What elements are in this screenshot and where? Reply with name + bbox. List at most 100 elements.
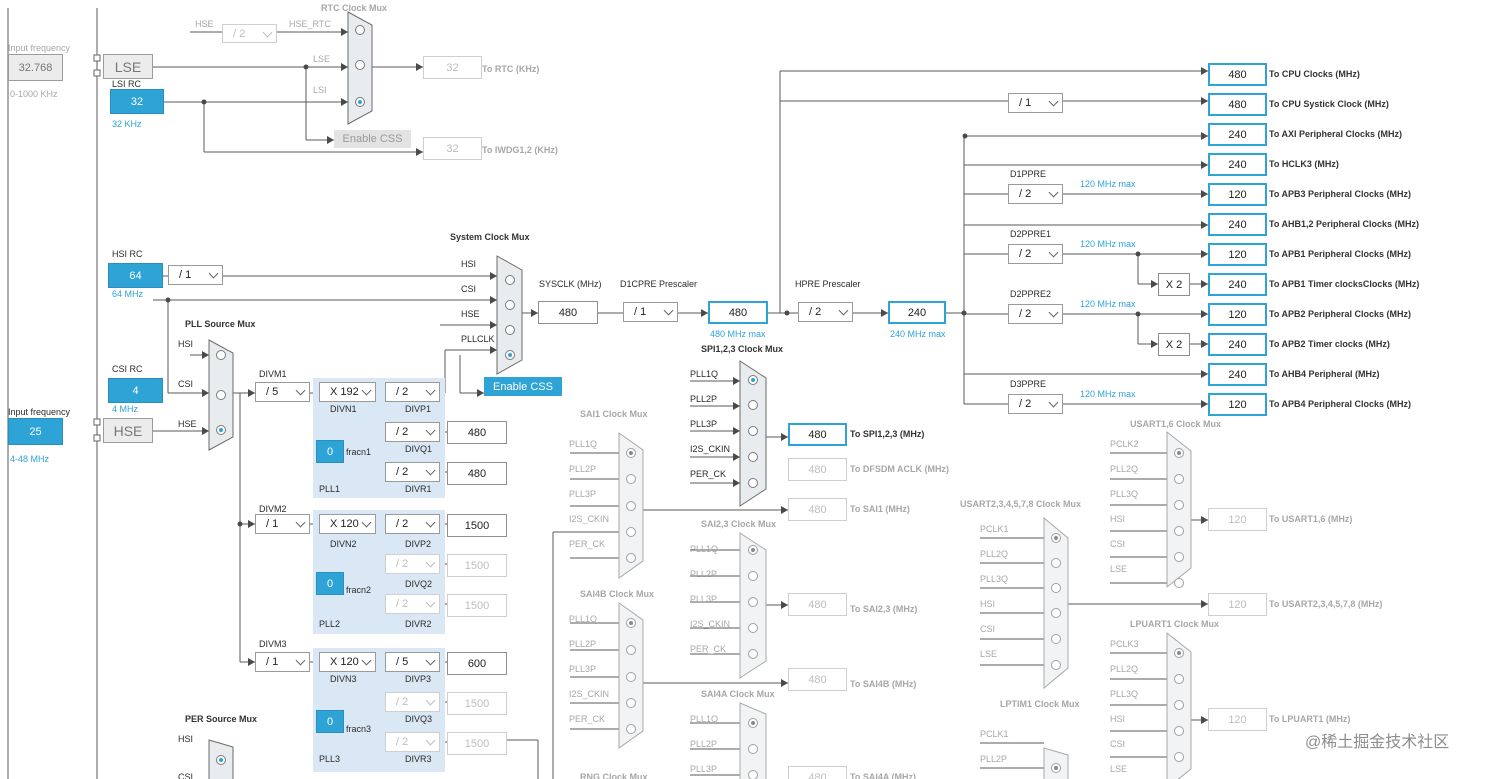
usart234578-clock-mux-radio[interactable]: [1051, 558, 1061, 568]
value-box-120[interactable]: 120: [1208, 393, 1267, 416]
sai23-clock-mux-radio[interactable]: [748, 623, 758, 633]
divider-select-2[interactable]: / 2: [222, 24, 277, 43]
value-box-240[interactable]: 240: [888, 301, 946, 324]
divider-select-x-120[interactable]: X 120: [319, 652, 376, 672]
divider-select-1[interactable]: / 1: [255, 652, 310, 672]
usart234578-clock-mux-radio[interactable]: [1051, 660, 1061, 670]
value-box-32[interactable]: 32: [110, 89, 164, 114]
sai1-clock-mux-radio[interactable]: [626, 527, 636, 537]
per-source-mux-radio[interactable]: [216, 755, 226, 765]
divider-select-1[interactable]: / 1: [255, 514, 310, 534]
sai23-clock-mux-radio[interactable]: [748, 649, 758, 659]
rtc-clock-mux-radio[interactable]: [355, 25, 365, 35]
pll-source-mux-radio[interactable]: [216, 350, 226, 360]
sai4a-clock-mux-radio[interactable]: [748, 718, 758, 728]
lpuart1-clock-mux-radio[interactable]: [1174, 726, 1184, 736]
divider-select-2[interactable]: / 2: [385, 462, 440, 482]
usart16-clock-mux-radio[interactable]: [1174, 448, 1184, 458]
lpuart1-clock-mux-radio[interactable]: [1174, 648, 1184, 658]
divider-select-2[interactable]: / 2: [385, 422, 440, 442]
pll-source-mux-radio[interactable]: [216, 390, 226, 400]
value-box-120[interactable]: 120: [1208, 243, 1267, 266]
value-box-240[interactable]: 240: [1208, 153, 1267, 176]
lpuart1-clock-mux-radio[interactable]: [1174, 700, 1184, 710]
value-box-240[interactable]: 240: [1208, 123, 1267, 146]
spi123-clock-mux-radio[interactable]: [748, 478, 758, 488]
sai4b-clock-mux-radio[interactable]: [626, 698, 636, 708]
divider-select-2[interactable]: / 2: [385, 732, 440, 752]
sai4b-clock-mux-radio[interactable]: [626, 645, 636, 655]
usart16-clock-mux-radio[interactable]: [1174, 474, 1184, 484]
value-box-480[interactable]: 480: [1208, 63, 1267, 86]
divider-select-2[interactable]: / 2: [385, 554, 440, 574]
pll-source-mux-radio[interactable]: [216, 425, 226, 435]
sai23-clock-mux-radio[interactable]: [748, 597, 758, 607]
system-clock-mux-radio[interactable]: [504, 325, 515, 335]
sai23-clock-mux-radio[interactable]: [748, 545, 758, 555]
sai1-clock-mux-radio[interactable]: [626, 553, 636, 563]
usart16-clock-mux-radio[interactable]: [1174, 526, 1184, 536]
rtc-clock-mux-radio[interactable]: [355, 60, 365, 70]
system-clock-mux-radio[interactable]: [504, 300, 515, 310]
divider-select-x-192[interactable]: X 192: [319, 382, 376, 402]
sai1-clock-mux-radio[interactable]: [626, 501, 636, 511]
divider-select-5[interactable]: / 5: [385, 652, 440, 672]
value-box-64[interactable]: 64: [108, 263, 163, 288]
divider-select-2[interactable]: / 2: [1008, 304, 1063, 324]
divider-select-1[interactable]: / 1: [168, 265, 223, 285]
usart234578-clock-mux-radio[interactable]: [1051, 608, 1061, 618]
lptim1-clock-mux-radio[interactable]: [1051, 763, 1061, 773]
divider-select-2[interactable]: / 2: [385, 514, 440, 534]
lpuart1-clock-mux-radio[interactable]: [1174, 752, 1184, 762]
spi123-clock-mux-radio[interactable]: [748, 400, 758, 410]
usart16-clock-mux-radio[interactable]: [1174, 500, 1184, 510]
value-box-480[interactable]: 480: [708, 301, 768, 324]
value-box-240[interactable]: 240: [1208, 333, 1267, 356]
usart16-clock-mux-radio[interactable]: [1174, 578, 1184, 588]
value-box-4[interactable]: 4: [108, 378, 163, 403]
divider-select-5[interactable]: / 5: [255, 382, 310, 402]
sai4b-clock-mux-radio[interactable]: [626, 724, 636, 734]
sai4b-clock-mux-radio[interactable]: [626, 672, 636, 682]
value-box-120[interactable]: 120: [1208, 303, 1267, 326]
system-clock-mux-radio[interactable]: [504, 275, 515, 285]
enable-css-button[interactable]: Enable CSS: [334, 130, 411, 148]
value-box-0[interactable]: 0: [316, 572, 344, 595]
usart234578-clock-mux-radio[interactable]: [1051, 533, 1061, 543]
divider-select-2[interactable]: / 2: [1008, 184, 1063, 204]
rtc-clock-mux-radio[interactable]: [355, 97, 365, 107]
sai4b-clock-mux-radio[interactable]: [626, 618, 636, 628]
value-box-120[interactable]: 120: [1208, 183, 1267, 206]
spi123-clock-mux-radio[interactable]: [748, 375, 758, 385]
sai4a-clock-mux-radio[interactable]: [748, 744, 758, 754]
sai1-clock-mux-radio[interactable]: [626, 474, 636, 484]
lpuart1-clock-mux-radio[interactable]: [1174, 674, 1184, 684]
divider-select-2[interactable]: / 2: [385, 594, 440, 614]
value-box-240[interactable]: 240: [1208, 363, 1267, 386]
divider-select-2[interactable]: / 2: [798, 302, 853, 322]
value-box-480[interactable]: 480: [788, 423, 847, 446]
system-clock-mux-radio[interactable]: [504, 350, 515, 360]
divider-select-2[interactable]: / 2: [1008, 244, 1063, 264]
value-box-240[interactable]: 240: [1208, 213, 1267, 236]
value-box-0[interactable]: 0: [316, 440, 344, 463]
divider-select-2[interactable]: / 2: [385, 382, 440, 402]
value-box-25[interactable]: 25: [8, 418, 63, 445]
value-box-0[interactable]: 0: [316, 710, 344, 733]
usart16-clock-mux-radio[interactable]: [1174, 552, 1184, 562]
enable-css-button[interactable]: Enable CSS: [484, 377, 562, 396]
spi123-clock-mux-radio[interactable]: [748, 452, 758, 462]
divider-select-1[interactable]: / 1: [1008, 93, 1063, 113]
sai4a-clock-mux-radio[interactable]: [748, 770, 758, 779]
usart234578-clock-mux-radio[interactable]: [1051, 634, 1061, 644]
value-box-480[interactable]: 480: [1208, 93, 1267, 116]
usart234578-clock-mux-radio[interactable]: [1051, 583, 1061, 593]
divider-select-2[interactable]: / 2: [1008, 394, 1063, 414]
sai1-clock-mux-radio[interactable]: [626, 448, 636, 458]
divider-select-x-120[interactable]: X 120: [319, 514, 376, 534]
sai23-clock-mux-radio[interactable]: [748, 571, 758, 581]
value-box-240[interactable]: 240: [1208, 273, 1267, 296]
divider-select-2[interactable]: / 2: [385, 692, 440, 712]
spi123-clock-mux-radio[interactable]: [748, 426, 758, 436]
divider-select-1[interactable]: / 1: [623, 302, 678, 322]
